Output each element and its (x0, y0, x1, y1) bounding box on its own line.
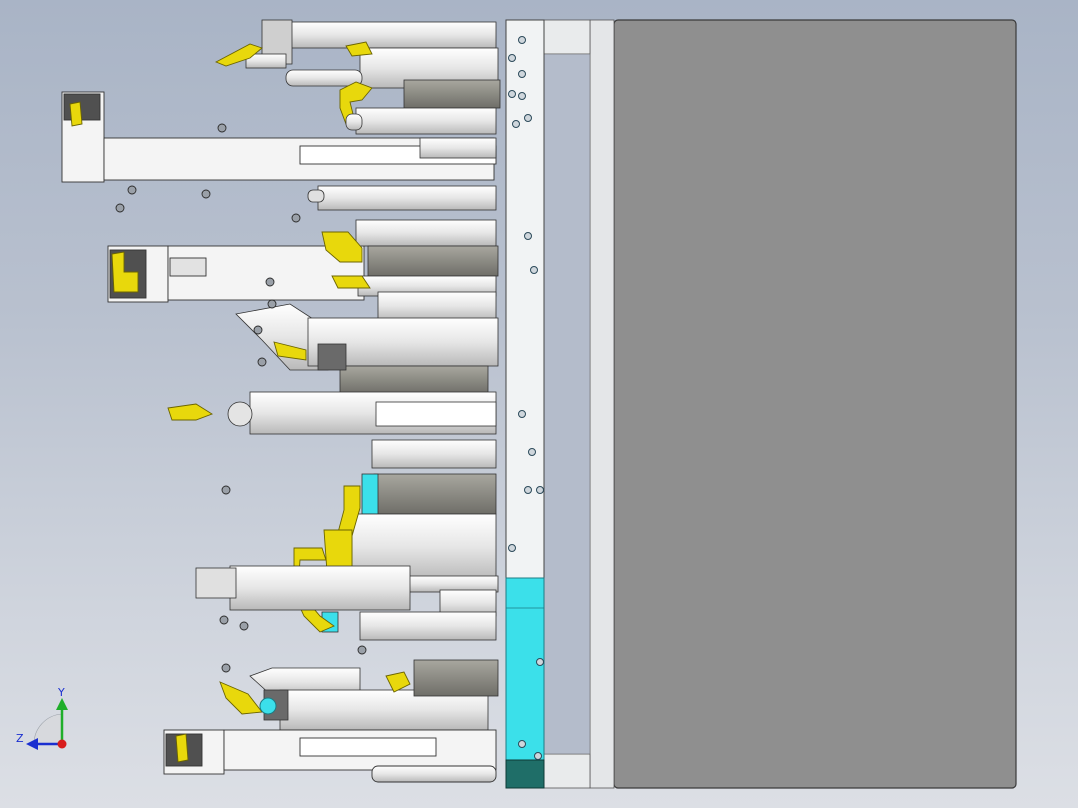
y-axis-label: Y (57, 686, 65, 699)
z-axis-label: Z (16, 732, 24, 745)
clamp-arm-yellow[interactable] (175, 733, 189, 763)
clamp-arm-yellow[interactable] (339, 81, 373, 125)
cyan-cap (259, 697, 277, 715)
cylinder-unit-lower-left[interactable] (195, 565, 411, 611)
clamp-arm-yellow[interactable] (111, 251, 139, 293)
base-plate-edge (589, 19, 615, 789)
loose-fasteners (115, 123, 367, 673)
clamp-arm-yellow[interactable] (331, 275, 371, 289)
clamp-arm-yellow[interactable] (385, 671, 411, 693)
cylinder-unit-mid-upper[interactable] (307, 107, 497, 211)
rail-cap-top (543, 19, 591, 55)
cylinder-unit-top[interactable] (245, 19, 501, 109)
cylinder-unit-swing[interactable] (227, 391, 497, 469)
cylinder-unit-bottom[interactable] (249, 659, 499, 731)
clamp-arm-yellow[interactable] (214, 43, 263, 67)
cylinder-unit-angled[interactable] (235, 303, 499, 395)
bracket-arm-upper[interactable] (61, 91, 497, 183)
clamp-arm-yellow[interactable] (69, 101, 83, 127)
rail-bolts (508, 36, 544, 760)
clamp-arm-yellow[interactable] (273, 341, 307, 361)
clamp-arm-yellow[interactable] (321, 231, 363, 263)
clamp-arm-yellow[interactable] (167, 403, 214, 421)
clamp-arm-yellow[interactable] (219, 681, 263, 715)
clamp-arm-yellow[interactable] (345, 41, 373, 57)
rail-gap (543, 53, 591, 755)
teal-block[interactable] (505, 759, 545, 789)
cylinder-unit-middle[interactable] (355, 219, 499, 321)
rail-cap-bottom (543, 753, 591, 789)
